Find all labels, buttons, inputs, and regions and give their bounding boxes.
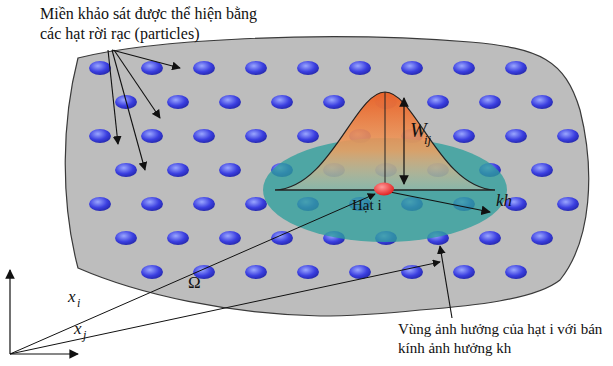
axis-x xyxy=(10,353,78,354)
particle xyxy=(531,231,553,245)
kernel-subscript: ij xyxy=(424,132,431,148)
particle xyxy=(453,265,475,279)
particle xyxy=(427,95,449,109)
vector-symbol: x xyxy=(68,286,76,307)
vector-subscript: i xyxy=(77,296,80,311)
particle xyxy=(115,163,137,177)
domain-note: Miền khảo sát được thể hiện bằng các hạt… xyxy=(40,4,280,44)
particle xyxy=(557,129,579,143)
particle xyxy=(245,129,267,143)
particle xyxy=(271,95,293,109)
particle xyxy=(505,61,527,75)
particle xyxy=(401,61,423,75)
particle xyxy=(349,61,371,75)
vector-subscript: j xyxy=(83,328,86,343)
domain-symbol: Ω xyxy=(188,272,201,293)
radius-label: kh xyxy=(496,190,512,211)
particle xyxy=(219,163,241,177)
zone-note: Vùng ảnh hưởng của hạt i với bán kính ản… xyxy=(398,320,610,358)
particle xyxy=(479,95,501,109)
radius-arrow xyxy=(390,192,490,212)
kernel-height-arrow xyxy=(403,98,404,184)
particle xyxy=(167,231,189,245)
axis-y xyxy=(9,270,10,354)
particle xyxy=(531,95,553,109)
particle xyxy=(479,231,501,245)
particle xyxy=(323,95,345,109)
center-line xyxy=(385,92,386,190)
particle xyxy=(505,129,527,143)
particle xyxy=(193,61,215,75)
particle-grid xyxy=(89,61,579,279)
particle xyxy=(115,231,137,245)
particle xyxy=(141,197,163,211)
particle xyxy=(453,129,475,143)
particle xyxy=(89,129,111,143)
particle xyxy=(245,265,267,279)
particle xyxy=(401,265,423,279)
particle xyxy=(89,197,111,211)
particle xyxy=(297,129,319,143)
particle xyxy=(167,95,189,109)
particle xyxy=(219,231,241,245)
particle xyxy=(453,61,475,75)
particle xyxy=(245,197,267,211)
particle xyxy=(245,61,267,75)
particle xyxy=(297,265,319,279)
particle-label: Hạt i xyxy=(352,196,382,215)
vector-symbol: x xyxy=(74,318,82,339)
particle xyxy=(505,265,527,279)
particle xyxy=(557,197,579,211)
particle xyxy=(193,197,215,211)
particle xyxy=(219,95,241,109)
vector-xi xyxy=(10,194,375,354)
kernel-curve xyxy=(275,92,495,190)
particle-i xyxy=(374,183,394,196)
particle xyxy=(141,265,163,279)
particle xyxy=(141,129,163,143)
domain-outline xyxy=(65,37,588,316)
particle xyxy=(167,163,189,177)
particle xyxy=(531,163,553,177)
particle xyxy=(193,129,215,143)
particle xyxy=(349,265,371,279)
leader-lines xyxy=(108,50,452,318)
particle xyxy=(297,61,319,75)
vector-xj xyxy=(10,262,440,354)
particle xyxy=(89,61,111,75)
